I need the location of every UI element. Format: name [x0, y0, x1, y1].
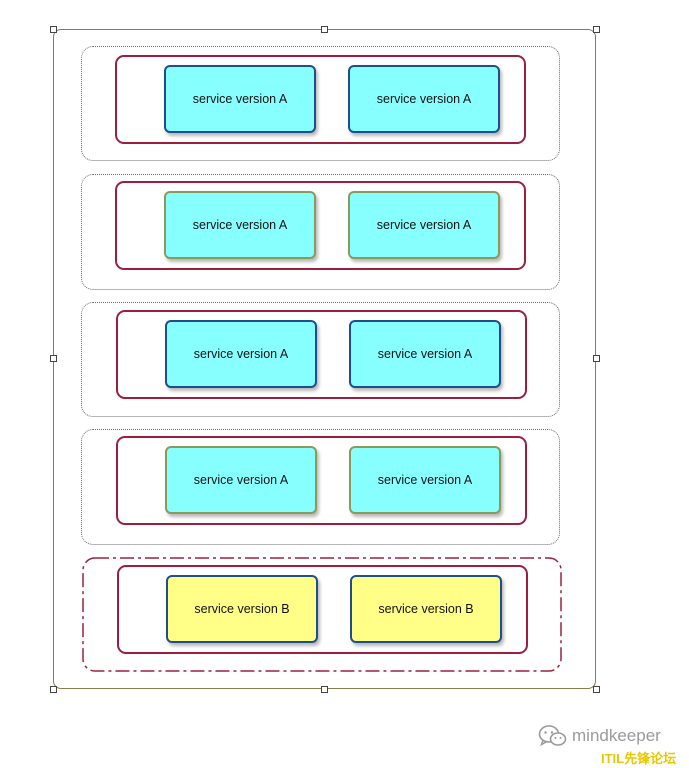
service-label: service version A	[376, 218, 472, 232]
service-box-2-left[interactable]: service version A	[164, 191, 316, 259]
deployment-group-2[interactable]	[81, 174, 560, 290]
selection-handle-top-right[interactable]	[593, 26, 600, 33]
service-box-3-left[interactable]: service version A	[165, 320, 317, 388]
selection-handle-middle-left[interactable]	[50, 355, 57, 362]
watermark: mindkeeper	[538, 724, 661, 748]
service-box-4-right[interactable]: service version A	[349, 446, 501, 514]
selection-handle-top-center[interactable]	[321, 26, 328, 33]
service-box-4-left[interactable]: service version A	[165, 446, 317, 514]
service-label: service version A	[376, 92, 472, 106]
service-label: service version A	[193, 473, 289, 487]
deployment-group-3[interactable]	[81, 302, 560, 417]
selection-handle-bottom-right[interactable]	[593, 686, 600, 693]
selection-handle-bottom-left[interactable]	[50, 686, 57, 693]
selection-handle-middle-right[interactable]	[593, 355, 600, 362]
wechat-icon	[538, 725, 567, 747]
selection-handle-bottom-center[interactable]	[321, 686, 328, 693]
service-box-5-right[interactable]: service version B	[350, 575, 502, 643]
service-box-1-left[interactable]: service version A	[164, 65, 316, 133]
deployment-group-1[interactable]	[81, 46, 560, 161]
service-label: service version B	[378, 602, 474, 616]
service-label: service version A	[192, 218, 288, 232]
service-label: service version A	[193, 347, 289, 361]
selection-handle-top-left[interactable]	[50, 26, 57, 33]
deployment-group-5[interactable]	[82, 557, 562, 672]
site-watermark: ITIL先锋论坛	[601, 751, 677, 766]
service-label: service version B	[194, 602, 290, 616]
service-box-3-right[interactable]: service version A	[349, 320, 501, 388]
service-label: service version A	[192, 92, 288, 106]
watermark-text: mindkeeper	[572, 726, 661, 745]
service-label: service version A	[377, 473, 473, 487]
deployment-group-4[interactable]	[81, 429, 560, 545]
service-label: service version A	[377, 347, 473, 361]
service-box-2-right[interactable]: service version A	[348, 191, 500, 259]
service-box-5-left[interactable]: service version B	[166, 575, 318, 643]
service-box-1-right[interactable]: service version A	[348, 65, 500, 133]
dash-dot-border	[82, 557, 562, 672]
